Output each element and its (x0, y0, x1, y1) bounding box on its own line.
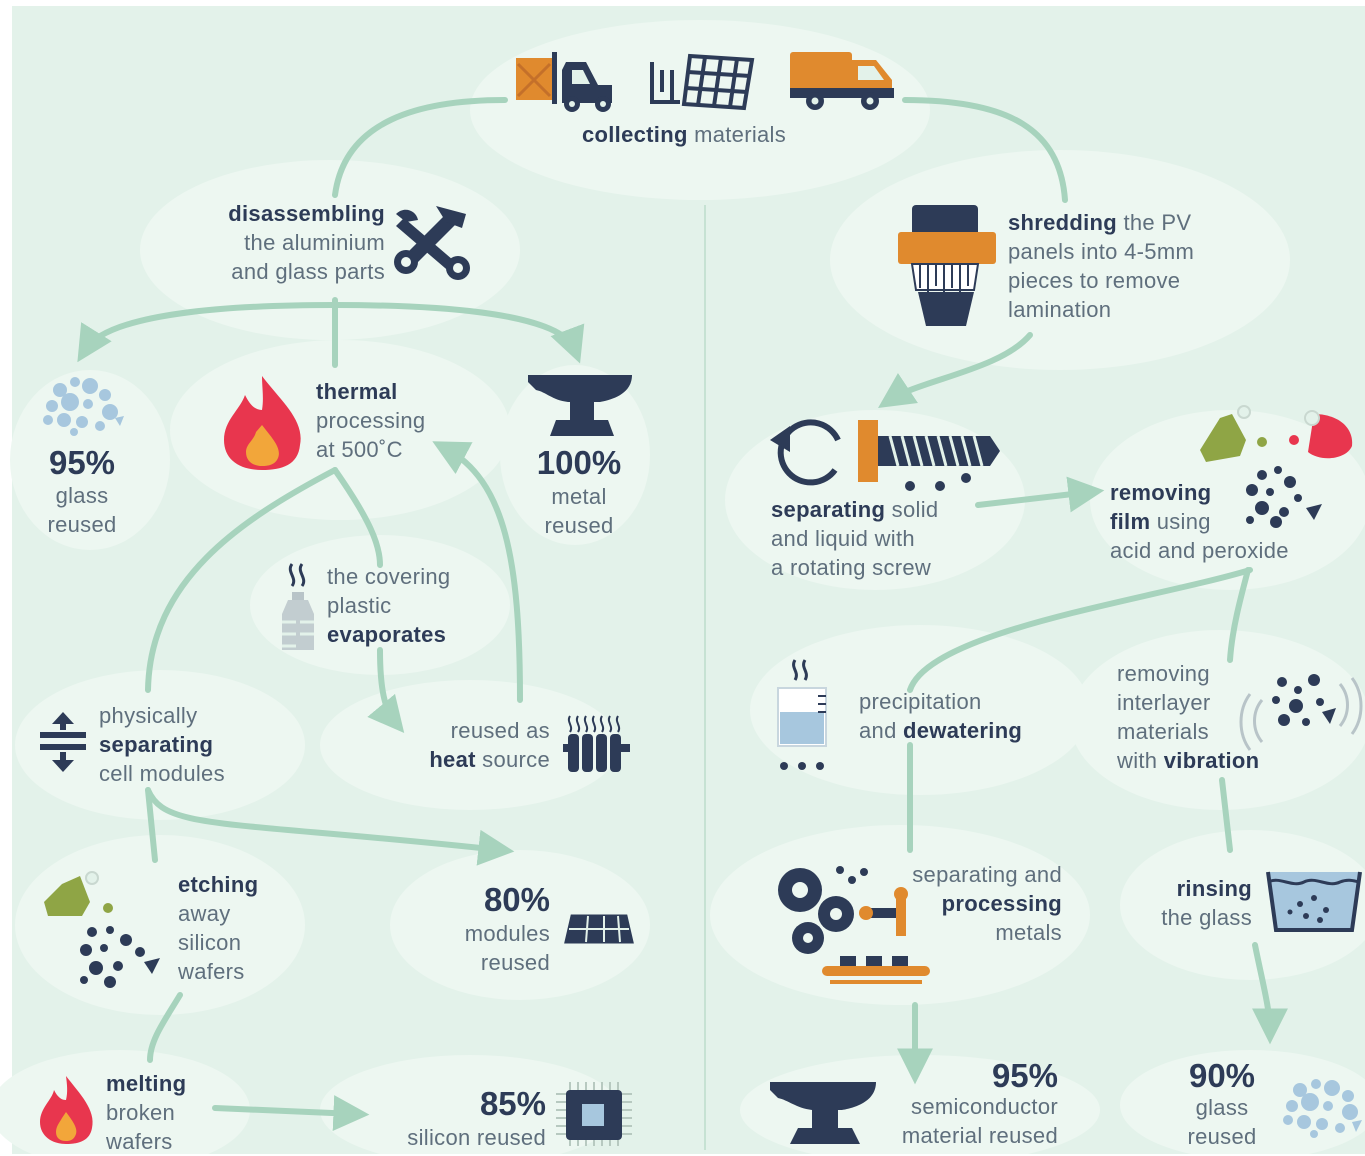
radiator-icon (563, 715, 630, 772)
bottle-icon (282, 592, 314, 650)
flame-icon-thermal (224, 376, 301, 470)
glass-right-percent: 90% (1188, 1057, 1256, 1094)
shredder-icon (898, 205, 996, 326)
glass-pieces-icon-left (43, 377, 124, 436)
flame-icon-melting (40, 1076, 93, 1144)
cloud-shapes (0, 20, 1365, 1154)
etching-label: etching away silicon wafers (178, 872, 259, 984)
beaker-icon (777, 659, 827, 770)
compress-arrows-icon (40, 712, 86, 772)
removing-film-label: removing film using acid and peroxide (1110, 480, 1289, 563)
chip-icon (556, 1082, 632, 1146)
vibration-particles-icon (1239, 674, 1363, 751)
modules-percent: 80% (483, 881, 550, 918)
flow-arrows (77, 97, 1288, 1132)
rinsing-label: rinsing the glass (1161, 876, 1252, 930)
metal-percent: 100% (536, 444, 622, 481)
rotating-screw-icon (770, 419, 1000, 491)
silicon-label: silicon reused (407, 1125, 546, 1150)
particles-icon-etching (80, 926, 160, 988)
forklift-icon (516, 52, 612, 112)
solar-module-icon (564, 914, 634, 944)
tools-icon (394, 206, 470, 280)
solar-panel-icon (650, 53, 755, 111)
shredding-label: shredding the PV panels into 4-5mm piece… (1008, 210, 1195, 322)
truck-icon (790, 52, 894, 110)
metal-label: metal reused (544, 484, 614, 538)
separating-screw-label: separating solid and liquid with a rotat… (771, 497, 939, 580)
glass-left-label: glass reused (47, 483, 117, 537)
steam-icon-plastic (288, 563, 306, 587)
anvil-icon-bottom (770, 1082, 876, 1144)
flasks-icon-top (1200, 405, 1353, 462)
semiconductor-label: semiconductor material reused (901, 1094, 1058, 1148)
processing-metals-label: separating and processing metals (912, 862, 1062, 945)
particles-icon-film (1246, 466, 1322, 528)
precipitation-label: precipitation and dewatering (859, 689, 1023, 743)
interlayer-label: removing interlayer materials with vibra… (1117, 661, 1260, 773)
glass-pieces-icon-right (1283, 1079, 1362, 1138)
silicon-percent: 85% (479, 1085, 546, 1122)
glass-left-percent: 95% (48, 444, 116, 481)
anvil-icon-left (528, 375, 632, 436)
semiconductor-percent: 95% (991, 1057, 1058, 1094)
collecting-label: collecting materials (582, 122, 787, 147)
modules-label: modules reused (464, 921, 550, 975)
melting-label: melting broken wafers (106, 1071, 187, 1154)
thermal-label: thermal processing at 500˚C (316, 379, 426, 462)
physically-separating-label: physically separating cell modules (99, 703, 225, 786)
heat-source-label: reused as heat source (429, 718, 550, 772)
glass-right-label: glass reused (1187, 1095, 1257, 1149)
gears-robot-icon (778, 866, 930, 984)
disassembling-label: disassembling the aluminium and glass pa… (228, 201, 385, 284)
water-basin-icon (1266, 871, 1362, 932)
flasks-icon-etching (44, 871, 113, 916)
evaporates-label: the covering plastic evaporates (327, 564, 451, 647)
